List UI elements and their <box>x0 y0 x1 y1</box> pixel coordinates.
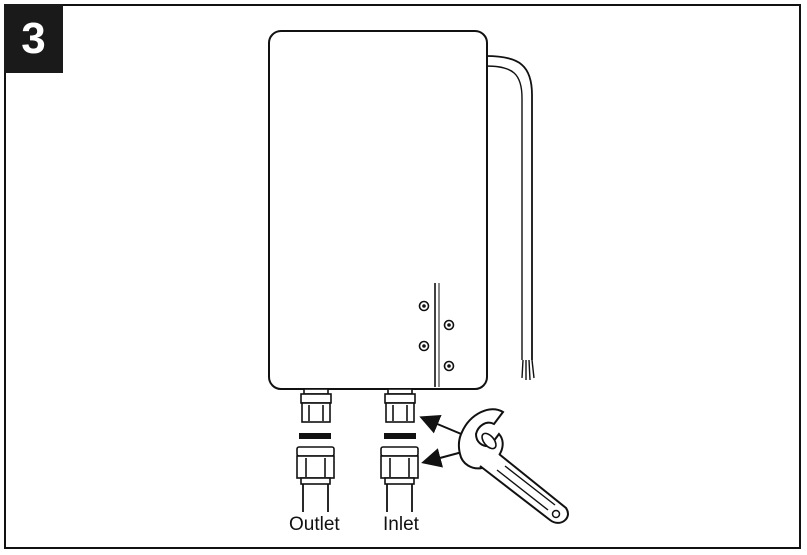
outlet-pipe <box>302 484 329 512</box>
inlet-label: Inlet <box>383 514 419 535</box>
outlet-fitting <box>300 388 332 423</box>
inlet-pipe-nut <box>380 446 419 485</box>
power-cable <box>485 55 533 360</box>
step-number-badge: 3 <box>4 4 63 73</box>
adjustable-wrench-icon <box>457 408 569 524</box>
cable-wire-ends <box>521 359 535 381</box>
inlet-washer <box>384 433 416 439</box>
water-heater-unit <box>268 30 488 390</box>
power-cable-inner <box>485 65 523 360</box>
inlet-fitting <box>384 388 416 423</box>
outlet-washer <box>299 433 331 439</box>
arrow-icon-upper <box>419 414 467 437</box>
outlet-pipe-nut <box>296 446 335 485</box>
outlet-label: Outlet <box>289 514 340 535</box>
inlet-pipe <box>386 484 413 512</box>
